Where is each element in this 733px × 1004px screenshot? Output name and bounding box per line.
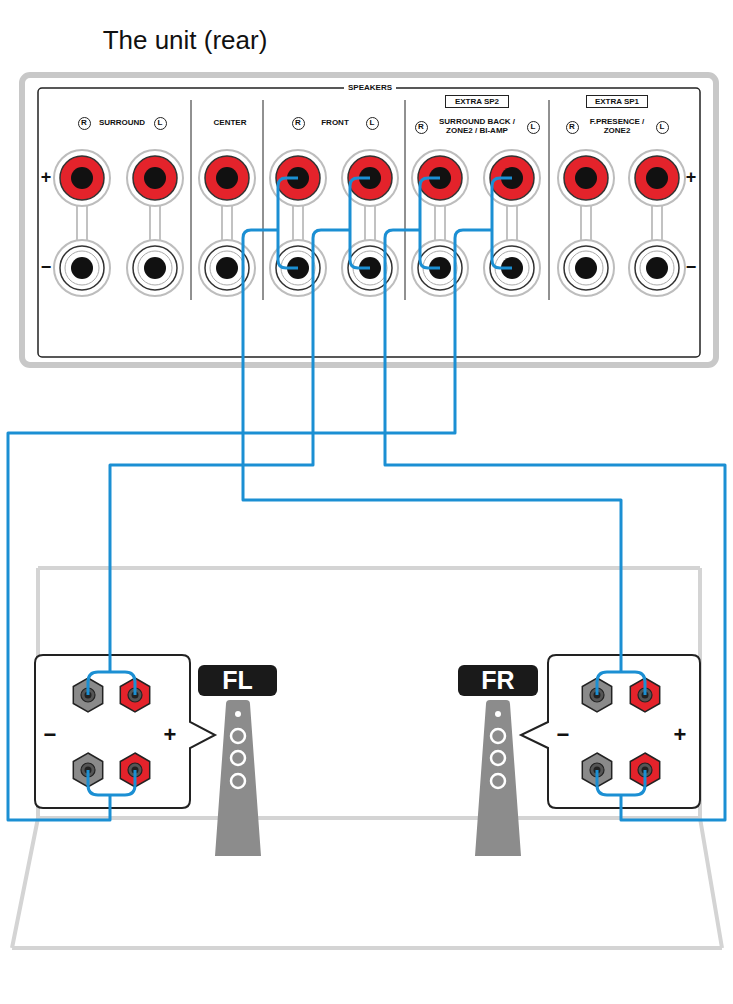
channel-marker: L <box>366 117 379 130</box>
polarity-sign: − <box>44 724 57 746</box>
panel-heading: The unit (rear) <box>103 27 268 53</box>
jumper-wire <box>243 178 512 365</box>
section-divider <box>191 100 549 300</box>
channel-name: FRONT <box>321 119 349 128</box>
channel-marker: R <box>566 121 579 134</box>
polarity-sign: − <box>557 724 570 746</box>
bi-amp-loop <box>88 655 645 808</box>
terminal-pair <box>558 150 614 296</box>
speaker-wire <box>243 365 621 655</box>
terminal-frame <box>38 88 700 357</box>
extra-speaker-label: EXTRA SP2 <box>455 98 499 106</box>
channel-name: SURROUND BACK / ZONE2 / BI-AMP <box>434 118 520 136</box>
speaker-terminal-box: −+ <box>35 655 190 808</box>
unit-panel: The unit (rear)RLRLEXTRA SP2RLEXTRA SP1R… <box>22 75 716 365</box>
extra-speaker-label: EXTRA SP1 <box>595 98 639 106</box>
channel-letter: R <box>295 119 301 127</box>
panel-section-title: SPEAKERS <box>344 84 396 93</box>
extra-speaker-box: EXTRA SP2 <box>445 95 509 108</box>
polarity-sign: − <box>41 258 52 278</box>
speaker-wire <box>8 365 455 820</box>
channel-letter: R <box>418 123 424 131</box>
channel-marker: R <box>415 121 428 134</box>
unit-housing <box>22 75 716 365</box>
polarity-sign: + <box>164 724 177 746</box>
channel-marker: L <box>154 117 167 130</box>
front-left-speaker <box>215 700 261 856</box>
speaker-badge: FR <box>458 665 538 696</box>
channel-name: CENTER <box>214 119 247 128</box>
channel-letter: L <box>660 123 665 131</box>
speaker-wire <box>110 365 313 655</box>
channel-letter: R <box>569 123 575 131</box>
channel-name: SURROUND <box>99 119 145 128</box>
polarity-sign: + <box>686 168 697 188</box>
front-right-speaker <box>475 700 521 856</box>
terminal-box-outline <box>35 655 215 808</box>
channel-letter: L <box>531 123 536 131</box>
channel-marker: R <box>78 117 91 130</box>
polarity-sign: + <box>41 168 52 188</box>
channel-marker: R <box>292 117 305 130</box>
channel-name: F.PRESENCE / ZONE2 <box>588 118 646 136</box>
channel-marker: L <box>527 121 540 134</box>
channel-letter: L <box>158 119 163 127</box>
terminal-pair <box>199 150 255 296</box>
extra-speaker-box: EXTRA SP1 <box>586 95 648 108</box>
speaker-terminals <box>54 150 685 296</box>
room-outline <box>12 568 722 948</box>
channel-letter: R <box>81 119 87 127</box>
speaker-name: FR <box>481 668 514 693</box>
channel-letter: L <box>370 119 375 127</box>
speaker-terminal-box: −+ <box>548 655 700 808</box>
polarity-sign: + <box>674 724 687 746</box>
polarity-sign: − <box>686 258 697 278</box>
channel-marker: L <box>656 121 669 134</box>
terminal-pair <box>54 150 110 296</box>
speaker-name: FL <box>222 668 253 693</box>
terminal-pair <box>127 150 183 296</box>
speaker-binding-posts <box>73 678 659 787</box>
speaker-badge: FL <box>198 665 277 696</box>
terminal-pair <box>629 150 685 296</box>
terminal-box-outline <box>521 655 700 808</box>
